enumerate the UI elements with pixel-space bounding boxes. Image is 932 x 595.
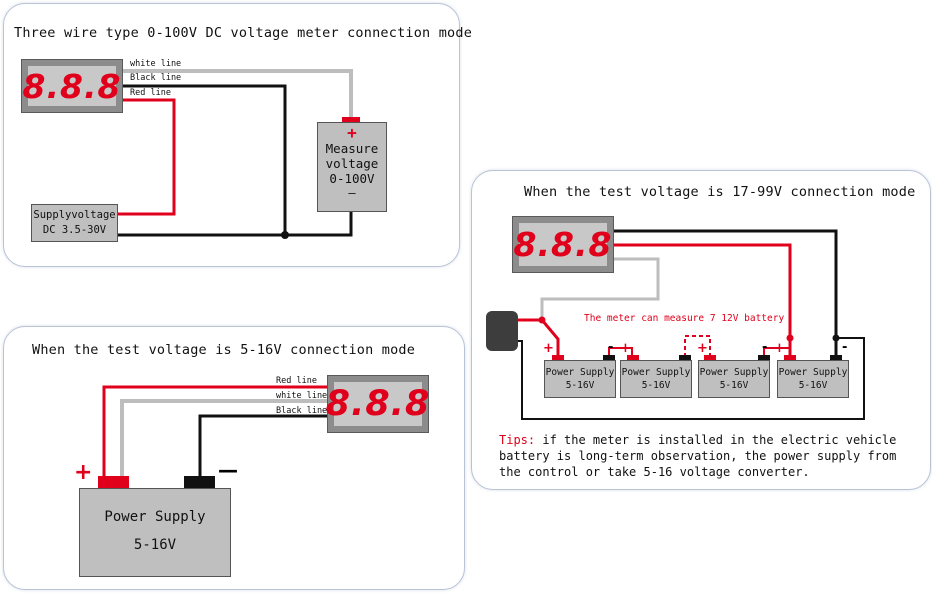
black-wire xyxy=(198,414,329,477)
terminal xyxy=(784,355,796,361)
terminal xyxy=(758,355,770,361)
tips-text: Tips: if the meter is installed in the e… xyxy=(499,432,909,480)
power-supply-box-4: Power Supply 5-16V xyxy=(777,360,849,398)
wiring-diagram xyxy=(518,229,865,420)
measure-minus-sign: — xyxy=(348,186,356,200)
tips-label: Tips: xyxy=(499,433,536,447)
supply-range-label: 5-16V xyxy=(641,380,671,391)
panel-5-16v: When the test voltage is 5-16V connectio… xyxy=(3,326,465,590)
voltmeter: 8.8.8 xyxy=(21,59,123,113)
supply-range-label: 5-16V xyxy=(133,537,177,553)
panel-three-wire: Three wire type 0-100V DC voltage meter … xyxy=(3,3,472,267)
panel-title: When the test voltage is 5-16V connectio… xyxy=(32,342,416,358)
junction-dot xyxy=(281,231,289,239)
series-link-1 xyxy=(608,347,633,357)
measure-plus-sign: + xyxy=(347,123,357,142)
black-wire xyxy=(122,84,287,235)
battery-icon xyxy=(486,311,518,351)
supply-range-label: 5-16V xyxy=(798,380,828,391)
measure-label: Measure xyxy=(325,141,379,156)
measure-terminal xyxy=(342,117,360,123)
voltmeter-display: 8.8.8 xyxy=(514,223,611,266)
battery-red-wire xyxy=(518,318,560,357)
supply-label: Supplyvoltage xyxy=(33,209,116,221)
wire-label-red: Red line xyxy=(276,376,317,386)
plus-sign: + xyxy=(620,341,631,356)
display-digits: 8.8.8 xyxy=(513,225,613,264)
wire-label-red: Red line xyxy=(130,88,171,98)
minus-sign: - xyxy=(762,340,768,355)
series-link-2 xyxy=(684,335,711,357)
red-wire xyxy=(102,385,329,477)
negative-terminal xyxy=(184,476,215,489)
measure-voltage-box: + Measure voltage 0-100V — xyxy=(317,122,387,212)
red-wire xyxy=(612,243,792,357)
measure-range-label: 0-100V xyxy=(329,171,375,186)
meter-note: The meter can measure 7 12V battery xyxy=(584,313,785,324)
minus-sign: — xyxy=(218,458,238,482)
white-wire xyxy=(120,399,329,477)
power-supply-box-2: Power Supply 5-16V xyxy=(620,360,692,398)
minus-sign: - xyxy=(608,340,614,355)
minus-sign: - xyxy=(842,340,848,355)
supply-label: Power Supply xyxy=(699,367,769,378)
white-wire xyxy=(540,257,660,319)
panel-17-99v: When the test voltage is 17-99V connecti… xyxy=(471,170,931,490)
plus-sign: + xyxy=(774,341,785,356)
supply-label: Power Supply xyxy=(104,509,206,525)
white-wire xyxy=(122,69,353,118)
supply-range-label: 5-16V xyxy=(719,380,749,391)
voltmeter-display: 8.8.8 xyxy=(326,382,429,426)
tips-body: if the meter is installed in the electri… xyxy=(499,433,897,479)
ground-wire xyxy=(116,211,353,237)
voltmeter: 8.8.8 xyxy=(512,216,614,273)
supply-label: Power Supply xyxy=(545,367,615,378)
wire-label-white: white line xyxy=(130,59,182,69)
panel-title: When the test voltage is 17-99V connecti… xyxy=(524,184,916,200)
voltmeter: 8.8.8 xyxy=(326,375,429,433)
supply-range-label: 5-16V xyxy=(565,380,595,391)
plus-sign: + xyxy=(697,341,708,356)
supply-range-label: DC 3.5-30V xyxy=(42,224,107,236)
terminal xyxy=(704,355,716,361)
wire-label-white: white line xyxy=(276,391,328,401)
plus-sign: + xyxy=(74,460,93,485)
measure-voltage-label: voltage xyxy=(325,156,379,171)
junction-dot-battery xyxy=(538,316,546,324)
display-digits: 8.8.8 xyxy=(325,383,431,424)
wire-label-black: Black line xyxy=(276,406,328,416)
wire-label-black: Black line xyxy=(130,73,182,83)
terminal xyxy=(679,355,691,361)
series-link-3 xyxy=(763,347,790,357)
power-supply-box-3: Power Supply 5-16V xyxy=(698,360,770,398)
supply-voltage-box: Supplyvoltage DC 3.5-30V xyxy=(31,204,118,242)
black-wire xyxy=(612,229,838,357)
display-digits: 8.8.8 xyxy=(22,66,122,106)
positive-terminal xyxy=(98,476,129,489)
plus-sign: + xyxy=(543,341,554,356)
supply-label: Power Supply xyxy=(621,367,691,378)
wiring-diagram xyxy=(116,69,360,239)
terminal xyxy=(552,355,564,361)
red-wire xyxy=(116,98,176,216)
terminal xyxy=(627,355,639,361)
terminal xyxy=(830,355,842,361)
supply-label: Power Supply xyxy=(778,367,848,378)
panel-title: Three wire type 0-100V DC voltage meter … xyxy=(14,25,473,41)
terminal xyxy=(603,355,615,361)
power-supply-box-1: Power Supply 5-16V xyxy=(544,360,616,398)
power-supply-box: Power Supply 5-16V xyxy=(79,488,231,577)
voltmeter-display: 8.8.8 xyxy=(23,66,120,106)
ground-loop-wire xyxy=(518,337,865,420)
wiring-diagram xyxy=(98,385,329,489)
junction-dot-red xyxy=(786,334,794,342)
